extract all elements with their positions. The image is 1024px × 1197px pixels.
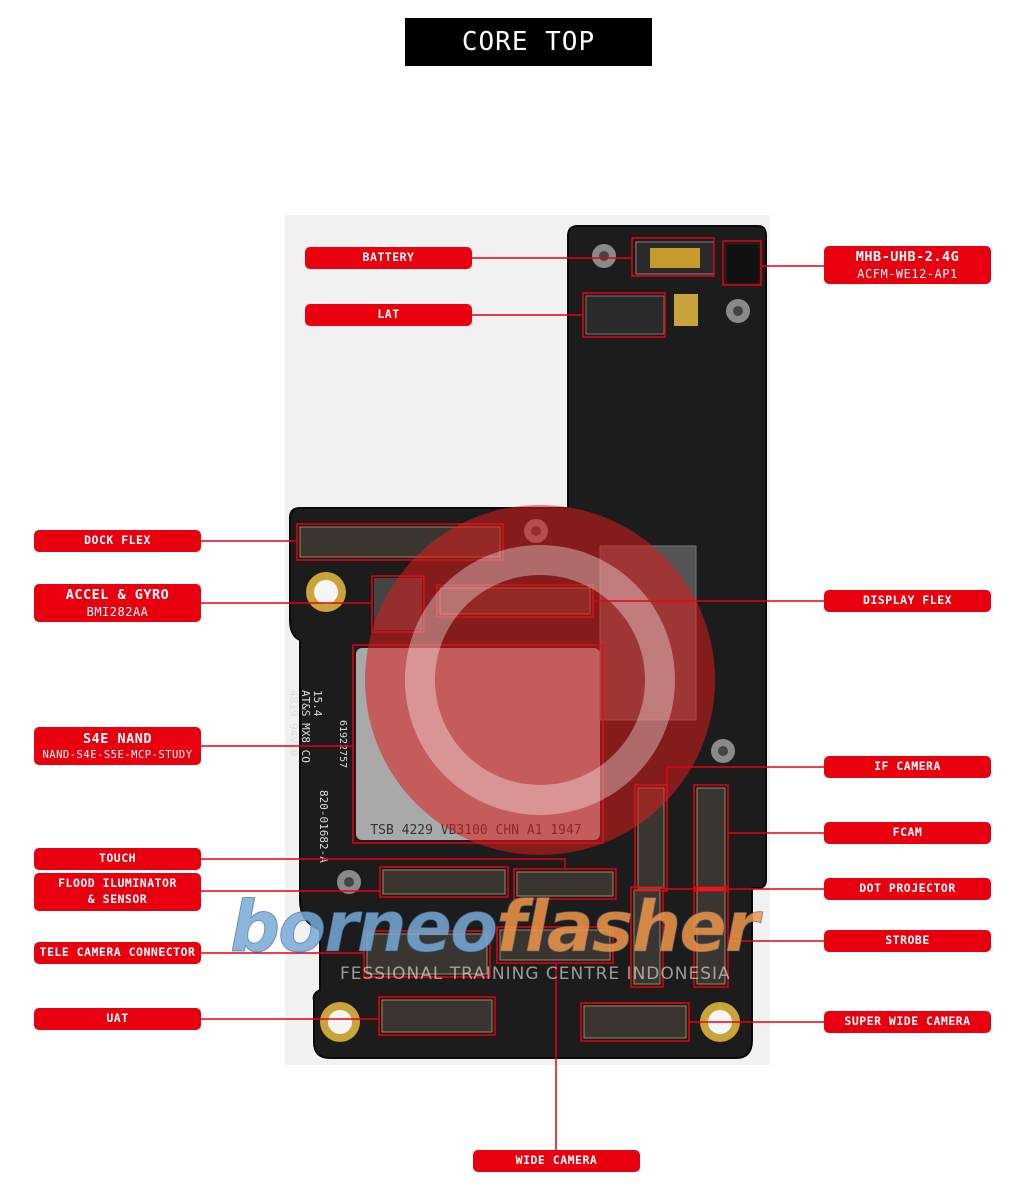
label-mhb-sub: ACFM-WE12-AP1 xyxy=(857,266,957,282)
label-lat: LAT xyxy=(305,304,472,326)
label-mhb: MHB-UHB-2.4G ACFM-WE12-AP1 xyxy=(824,246,991,284)
pcb-line-4: 820-01682-A xyxy=(317,790,330,863)
label-uat: UAT xyxy=(34,1008,201,1030)
label-accel-gyro: ACCEL & GYRO BMI282AA xyxy=(34,584,201,622)
label-touch: TOUCH xyxy=(34,848,201,870)
label-fcam: FCAM xyxy=(824,822,991,844)
label-if-camera: IF CAMERA xyxy=(824,756,991,778)
label-accel-main: ACCEL & GYRO xyxy=(66,586,170,604)
label-dot-projector: DOT PROJECTOR xyxy=(824,878,991,900)
label-dock-flex: DOCK FLEX xyxy=(34,530,201,552)
watermark-brand: borneoflasher xyxy=(230,886,757,968)
chip-code: 61922757 xyxy=(337,720,348,768)
label-flood-illuminator: FLOOD ILUMINATOR & SENSOR xyxy=(34,873,201,911)
label-accel-sub: BMI282AA xyxy=(87,604,149,620)
label-tele-camera: TELE CAMERA CONNECTOR xyxy=(34,942,201,964)
label-mhb-main: MHB-UHB-2.4G xyxy=(856,248,960,266)
label-super-wide-camera: SUPER WIDE CAMERA xyxy=(824,1011,991,1033)
label-s4e-nand: S4E NAND NAND-S4E-S5E-MCP-STUDY xyxy=(34,727,201,765)
label-battery: BATTERY xyxy=(305,247,472,269)
label-strobe: STROBE xyxy=(824,930,991,952)
label-nand-sub: NAND-S4E-S5E-MCP-STUDY xyxy=(42,748,192,762)
watermark-brand-a: borneo xyxy=(230,886,496,968)
label-flood-line2: & SENSOR xyxy=(88,892,147,908)
label-display-flex: DISPLAY FLEX xyxy=(824,590,991,612)
label-wide-camera: WIDE CAMERA xyxy=(473,1150,640,1172)
label-flood-line1: FLOOD ILUMINATOR xyxy=(58,876,177,892)
label-nand-main: S4E NAND xyxy=(83,730,152,748)
watermark-brand-b: flasher xyxy=(496,886,757,968)
watermark-tagline: FESSIONAL TRAINING CENTRE INDONESIA xyxy=(340,964,731,984)
